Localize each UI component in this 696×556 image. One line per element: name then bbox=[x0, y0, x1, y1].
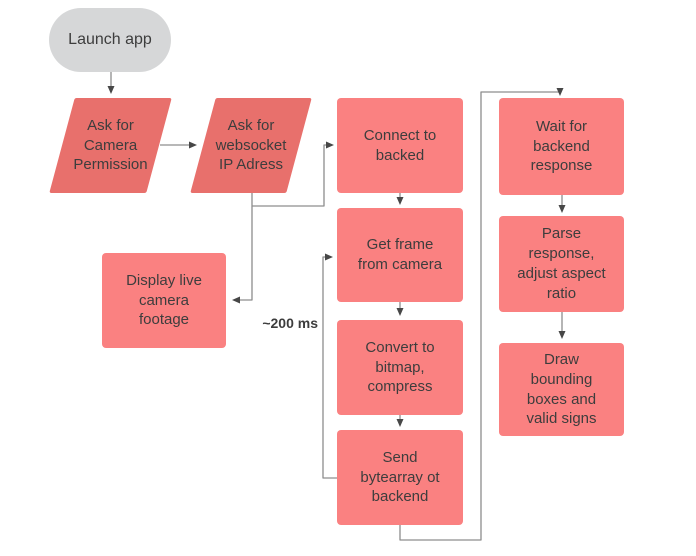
node-draw-boxes-label: Draw bounding boxes and valid signs bbox=[526, 350, 597, 428]
node-ask-camera-permission: Ask for Camera Permission bbox=[49, 98, 172, 193]
node-wait-response: Wait for backend response bbox=[499, 98, 624, 195]
node-display-footage: Display live camera footage bbox=[102, 253, 226, 348]
node-launch-app: Launch app bbox=[49, 8, 171, 72]
connector-loop-send-to-getframe bbox=[322, 253, 338, 479]
node-send-bytearray: Send bytearray ot backend bbox=[337, 430, 463, 525]
node-send-bytearray-label: Send bytearray ot backend bbox=[360, 448, 440, 506]
node-launch-app-label: Launch app bbox=[68, 31, 152, 49]
node-ask-camera-permission-label: Ask for Camera Permission bbox=[73, 116, 148, 174]
node-parse-response-label: Parse response, adjust aspect ratio bbox=[517, 225, 606, 302]
node-convert-bitmap: Convert to bitmap, compress bbox=[337, 320, 463, 415]
node-connect-to-backend: Connect to backed bbox=[337, 98, 463, 193]
node-display-footage-label: Display live camera footage bbox=[126, 271, 202, 329]
node-wait-response-label: Wait for backend response bbox=[530, 117, 593, 175]
node-parse-response: Parse response, adjust aspect ratio bbox=[499, 216, 624, 312]
node-get-frame-label: Get frame from camera bbox=[357, 236, 443, 273]
node-ask-websocket-ip: Ask for websocket IP Adress bbox=[190, 98, 312, 193]
node-ask-websocket-ip-label: Ask for websocket IP Adress bbox=[215, 116, 287, 174]
loop-time-annotation: ~200 ms bbox=[262, 315, 318, 331]
node-draw-boxes: Draw bounding boxes and valid signs bbox=[499, 343, 624, 436]
connector-websocket-to-display bbox=[232, 206, 253, 304]
node-connect-to-backend-label: Connect to backed bbox=[363, 126, 437, 164]
node-convert-bitmap-label: Convert to bitmap, compress bbox=[365, 338, 435, 396]
connector-websocket-to-connect bbox=[251, 141, 334, 207]
connector-send-to-wait bbox=[399, 88, 564, 541]
node-get-frame: Get frame from camera bbox=[337, 208, 463, 302]
